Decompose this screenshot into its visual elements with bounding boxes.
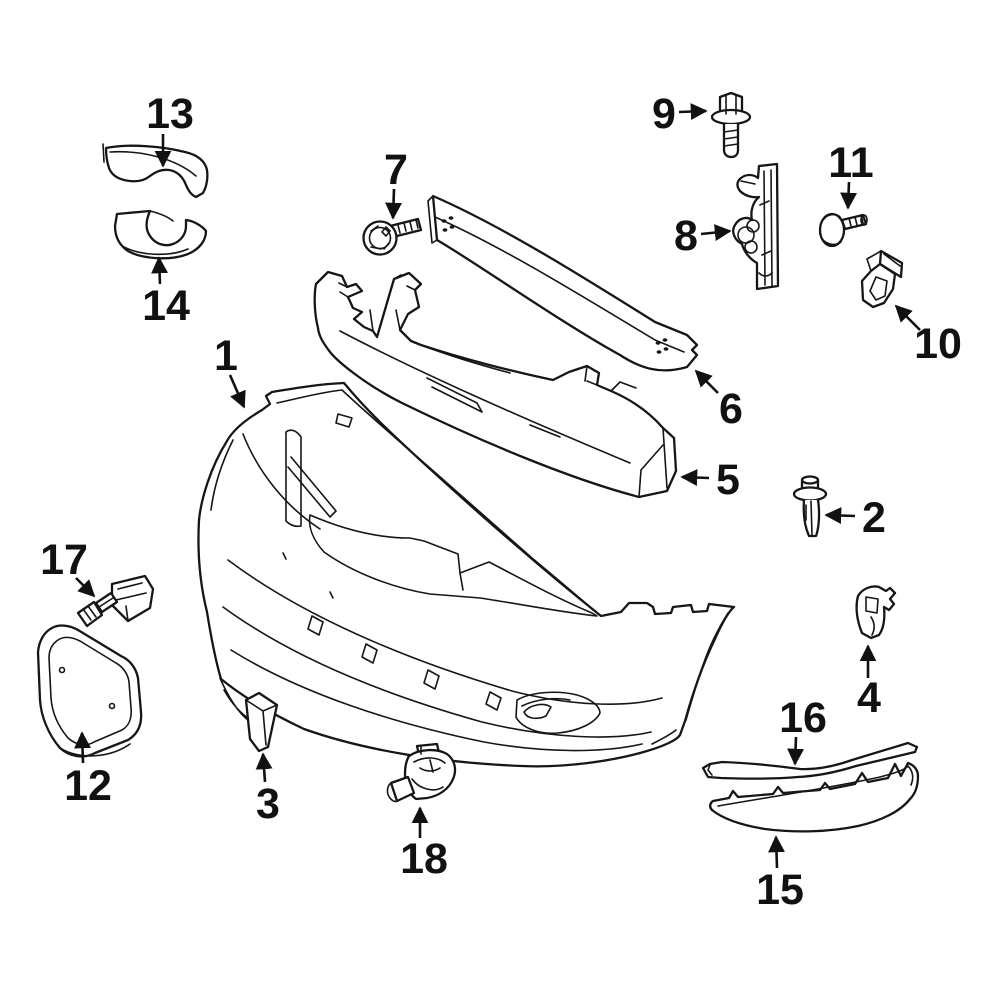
part-7-bolt	[362, 217, 423, 256]
callout-6-arrow	[694, 369, 719, 394]
part-14-retainer	[113, 209, 208, 260]
callout-10: 10	[894, 304, 962, 368]
part-13-retainer-highlighted	[102, 143, 209, 199]
callout-15-arrow	[768, 835, 785, 869]
callout-13: 13	[146, 90, 194, 168]
part-2-push-clip	[792, 475, 828, 538]
callout-5-arrow	[680, 469, 710, 487]
part-17-sensor	[76, 574, 155, 628]
callout-4-label: 4	[857, 674, 881, 722]
callout-14: 14	[142, 256, 190, 330]
part-9-bolt	[710, 91, 752, 159]
part-3-wedge-bracket	[244, 691, 279, 753]
callout-11-arrow	[840, 181, 858, 210]
callout-13-label: 13	[146, 90, 194, 138]
callout-7: 7	[384, 146, 408, 220]
callout-17-arrow	[75, 577, 96, 598]
part-1-bumper-cover	[197, 381, 736, 768]
callout-2-arrow	[824, 507, 856, 524]
callout-8-label: 8	[674, 212, 698, 260]
callout-3-label: 3	[256, 780, 280, 828]
callout-9-arrow	[678, 103, 708, 121]
callout-5: 5	[680, 456, 740, 504]
callout-16-label: 16	[779, 694, 827, 742]
callout-11-label: 11	[828, 139, 873, 187]
callout-2: 2	[824, 494, 886, 542]
part-11-bolt	[818, 212, 868, 248]
callout-12: 12	[64, 731, 112, 810]
callout-10-arrow	[894, 304, 921, 331]
callout-6: 6	[694, 369, 743, 433]
callout-17: 17	[40, 536, 96, 598]
part-4-bracket	[855, 585, 897, 640]
callout-14-label: 14	[142, 282, 190, 330]
callout-1: 1	[214, 332, 246, 409]
callout-12-arrow	[74, 731, 91, 764]
callout-8: 8	[674, 212, 732, 260]
callout-18: 18	[400, 806, 448, 883]
callout-1-label: 1	[214, 332, 238, 380]
callout-14-arrow	[151, 256, 169, 285]
callout-12-label: 12	[64, 762, 112, 810]
part-15-lower-molding	[709, 761, 920, 833]
callout-15: 15	[756, 835, 804, 914]
callout-10-label: 10	[914, 320, 962, 368]
callout-2-label: 2	[862, 494, 886, 542]
callout-11: 11	[828, 139, 874, 210]
callout-9-label: 9	[652, 90, 676, 138]
callout-8-arrow	[700, 224, 732, 241]
part-5-impact-absorber	[313, 270, 678, 499]
callout-3-arrow	[255, 752, 273, 783]
callout-3: 3	[255, 752, 280, 828]
callout-16: 16	[779, 694, 827, 766]
callout-5-label: 5	[716, 456, 740, 504]
part-8-bracket	[732, 162, 780, 291]
callout-7-arrow	[385, 188, 402, 220]
callout-6-label: 6	[719, 385, 743, 433]
callout-7-label: 7	[384, 146, 408, 194]
callouts: 1 2 3 4 5 6 7 8	[40, 90, 962, 914]
part-18-sensor	[386, 742, 457, 803]
part-16-upper-molding	[701, 741, 919, 780]
callout-1-arrow	[228, 374, 246, 409]
callout-17-label: 17	[40, 536, 88, 584]
part-10-bracket	[860, 249, 904, 309]
callout-9: 9	[652, 90, 708, 138]
callout-15-label: 15	[756, 866, 804, 914]
part-6-impact-bar	[427, 194, 699, 372]
callout-18-label: 18	[400, 835, 448, 883]
callout-4: 4	[857, 644, 881, 722]
part-12-license-plate-bracket	[36, 624, 143, 758]
callout-16-arrow	[787, 736, 805, 766]
